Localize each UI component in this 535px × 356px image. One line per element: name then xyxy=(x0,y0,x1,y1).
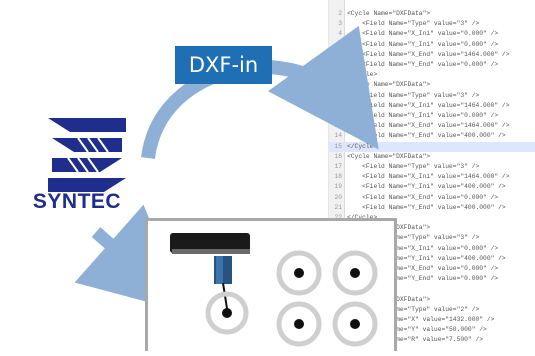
code-text: <Field Name="Y_End" value="400.000" /> xyxy=(347,203,506,211)
code-line[interactable]: 17 <Field Name="Type" value="3" /> xyxy=(329,162,535,172)
dxf-in-badge: DXF-in xyxy=(175,46,272,84)
code-line[interactable]: 22 </Cycle> xyxy=(329,213,535,223)
line-number: 3 xyxy=(338,20,342,28)
hole-circle-2 xyxy=(276,250,322,296)
line-number: 18 xyxy=(334,173,342,181)
machine-view-panel xyxy=(145,218,397,351)
code-text: <Field Name="X_Ini" value="1464.000" /> xyxy=(347,173,510,181)
code-line[interactable]: 3 <Field Name="Type" value="3" /> xyxy=(329,19,535,29)
hole-circle-1 xyxy=(205,291,249,335)
code-text: </Cycle> xyxy=(347,214,377,221)
machine-head xyxy=(170,233,250,253)
code-line[interactable]: 18 <Field Name="X_Ini" value="1464.000" … xyxy=(329,172,535,182)
code-line[interactable]: 16 <Cycle Name="DXFData"> xyxy=(329,152,535,162)
hole-circle-4 xyxy=(276,301,322,347)
machine-view-canvas xyxy=(170,233,378,347)
line-number: 17 xyxy=(334,163,342,170)
machine-arrow xyxy=(74,204,187,313)
code-text: <Field Name="Type" value="3" /> xyxy=(347,20,480,28)
code-text: <Cycle Name="DXFData"> xyxy=(347,152,431,160)
code-line[interactable]: 20 <Field Name="X_End" value="0.000" /> xyxy=(329,193,535,203)
syntec-logo-icon xyxy=(48,118,126,192)
code-text: <Cycle Name="DXFData"> xyxy=(347,10,431,17)
code-line[interactable]: 2 <Cycle Name="DXFData"> xyxy=(329,9,535,19)
line-number: 20 xyxy=(334,193,342,201)
line-number: 2 xyxy=(338,10,342,17)
line-number: 21 xyxy=(334,203,342,211)
code-text: <Field Name="X_End" value="0.000" /> xyxy=(347,193,499,201)
code-text: <Field Name="Y_Ini" value="400.000" /> xyxy=(347,183,506,191)
syntec-logo-text: SYNTEC xyxy=(32,190,122,213)
code-text: <Field Name="Type" value="3" /> xyxy=(347,163,480,170)
line-number: 16 xyxy=(334,152,342,160)
hole-circle-5 xyxy=(332,301,378,347)
line-number: 22 xyxy=(329,213,342,223)
hole-circle-3 xyxy=(332,250,378,296)
line-number: 19 xyxy=(334,183,342,191)
code-line[interactable]: 19 <Field Name="Y_Ini" value="400.000" /… xyxy=(329,182,535,192)
code-line[interactable]: 21 <Field Name="Y_End" value="400.000" /… xyxy=(329,203,535,213)
